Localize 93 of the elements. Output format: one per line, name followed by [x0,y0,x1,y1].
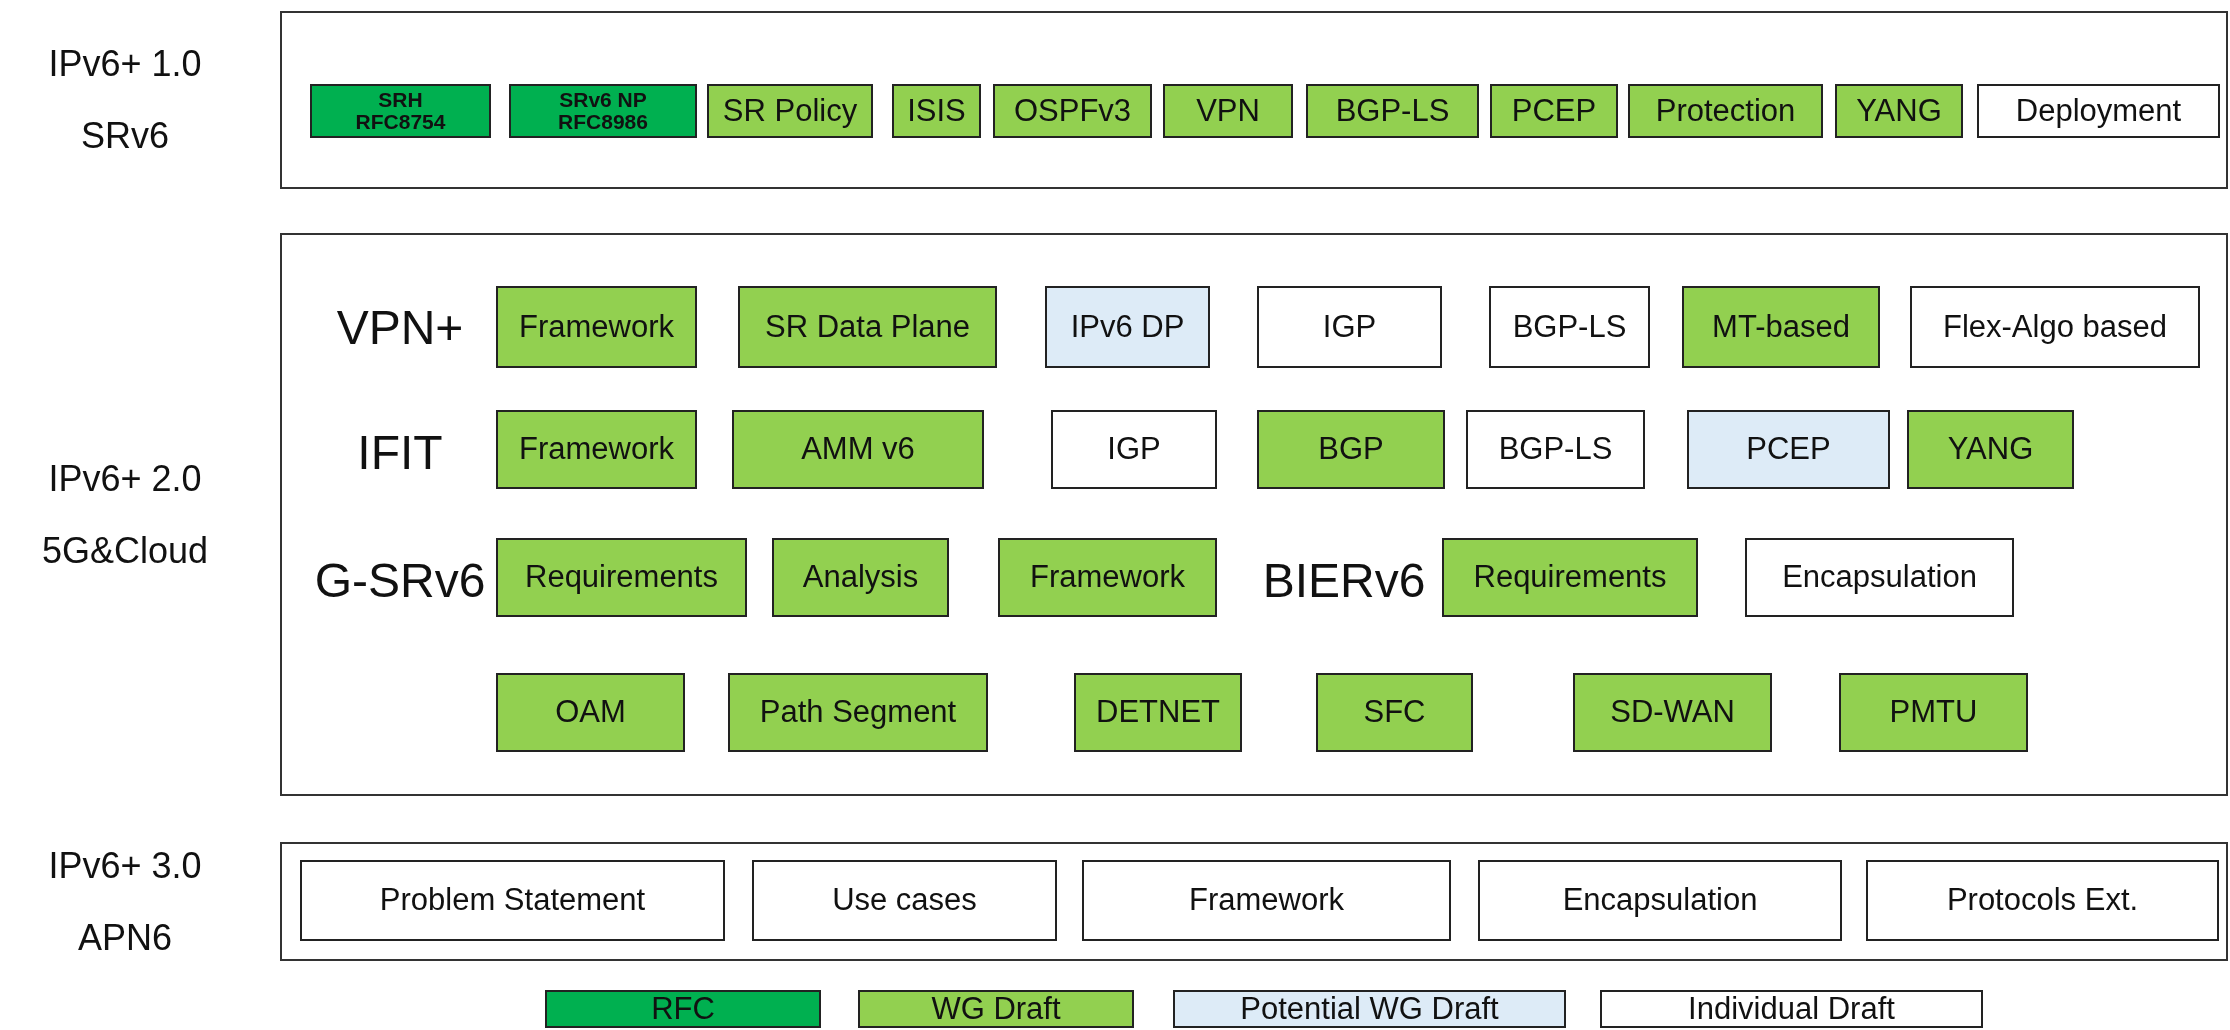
box-text: AMM v6 [801,432,915,467]
box-text: Protocols Ext. [1946,883,2139,918]
draft-box [1866,860,2219,941]
draft-box [1687,410,1890,489]
draft-box [1257,410,1445,489]
draft-box [496,286,697,368]
draft-box [310,84,491,138]
layer-heading: IPv6+ 1.0 SRv6 [47,42,203,158]
draft-box [993,84,1152,138]
draft-box [1074,673,1242,752]
box-text: PMTU [1889,695,1978,730]
legend-key: Individual Draft [1600,990,1983,1028]
draft-box [1910,286,2200,368]
draft-box [732,410,984,489]
box-text: SRv6 NP RFC8986 [557,88,649,134]
row-label: G-SRv6 [314,552,486,608]
draft-box [509,84,697,138]
box-text: Requirements [525,560,718,595]
legend-key: Potential WG Draft [1173,990,1566,1028]
legend-key: RFC [545,990,821,1028]
draft-box [892,84,981,138]
draft-box [1466,410,1645,489]
layer-heading: IPv6+ 2.0 5G&Cloud [40,456,210,573]
draft-box [1442,538,1698,617]
box-text: Protection [1655,93,1796,129]
box-text: SR Data Plane [764,309,971,345]
box-text: Framework [1030,560,1185,595]
draft-box [1490,84,1618,138]
row-label: IFIT [357,424,443,480]
draft-box [707,84,873,138]
draft-box [772,538,949,617]
draft-box [1051,410,1217,489]
draft-box [752,860,1057,941]
box-text: Flex-Algo based [1943,309,2167,345]
draft-box [1573,673,1772,752]
row-label: BIERv6 [1262,552,1426,608]
box-text: Analysis [802,560,919,595]
box-text: SRH RFC8754 [354,88,447,134]
draft-box [300,860,725,941]
draft-box [1835,84,1963,138]
box-text: Deployment [2015,93,2182,129]
layer-heading: IPv6+ 3.0 APN6 [47,843,203,960]
box-text: Framework [519,432,674,467]
draft-box [1045,286,1210,368]
draft-box [1316,673,1473,752]
box-text: OSPFv3 [1013,93,1132,129]
box-text: BGP-LS [1335,93,1450,129]
draft-box [998,538,1217,617]
draft-box [1257,286,1442,368]
box-text: Framework [519,309,674,345]
box-text: PCEP [1511,93,1597,129]
box-text: BGP [1318,432,1384,467]
legend-key: WG Draft [858,990,1134,1028]
draft-box [1839,673,2028,752]
box-text: IPv6 DP [1070,309,1185,345]
draft-box [1628,84,1823,138]
draft-box [738,286,997,368]
box-text: IGP [1107,432,1161,467]
box-text: YANG [1856,93,1942,129]
draft-box [1977,84,2220,138]
box-text: BGP-LS [1498,432,1613,467]
box-text: IGP [1322,309,1377,345]
row-label: VPN+ [336,299,464,355]
box-text: SFC [1363,695,1426,730]
draft-box [1306,84,1479,138]
draft-box [496,673,685,752]
draft-box [496,538,747,617]
draft-box [496,410,697,489]
box-text: VPN [1196,93,1260,129]
draft-box [1682,286,1880,368]
box-text: Requirements [1473,560,1667,595]
draft-box [1489,286,1650,368]
box-text: YANG [1947,432,2034,467]
draft-box [1907,410,2074,489]
box-text: DETNET [1096,695,1220,730]
draft-box [1745,538,2014,617]
box-text: OAM [555,695,626,730]
box-text: Encapsulation [1782,560,1977,595]
box-text: Use cases [832,883,977,918]
draft-box [1478,860,1842,941]
draft-box [1082,860,1451,941]
box-text: BGP-LS [1512,309,1627,345]
box-text: Encapsulation [1562,883,1758,918]
box-text: Path Segment [759,695,957,730]
box-text: SD-WAN [1610,695,1735,730]
draft-box [1163,84,1293,138]
box-text: MT-based [1712,309,1850,345]
box-text: Framework [1189,883,1344,918]
box-text: ISIS [907,93,966,129]
box-text: PCEP [1746,432,1831,467]
box-text: SR Policy [722,93,858,129]
draft-box [728,673,988,752]
box-text: Problem Statement [379,883,646,918]
